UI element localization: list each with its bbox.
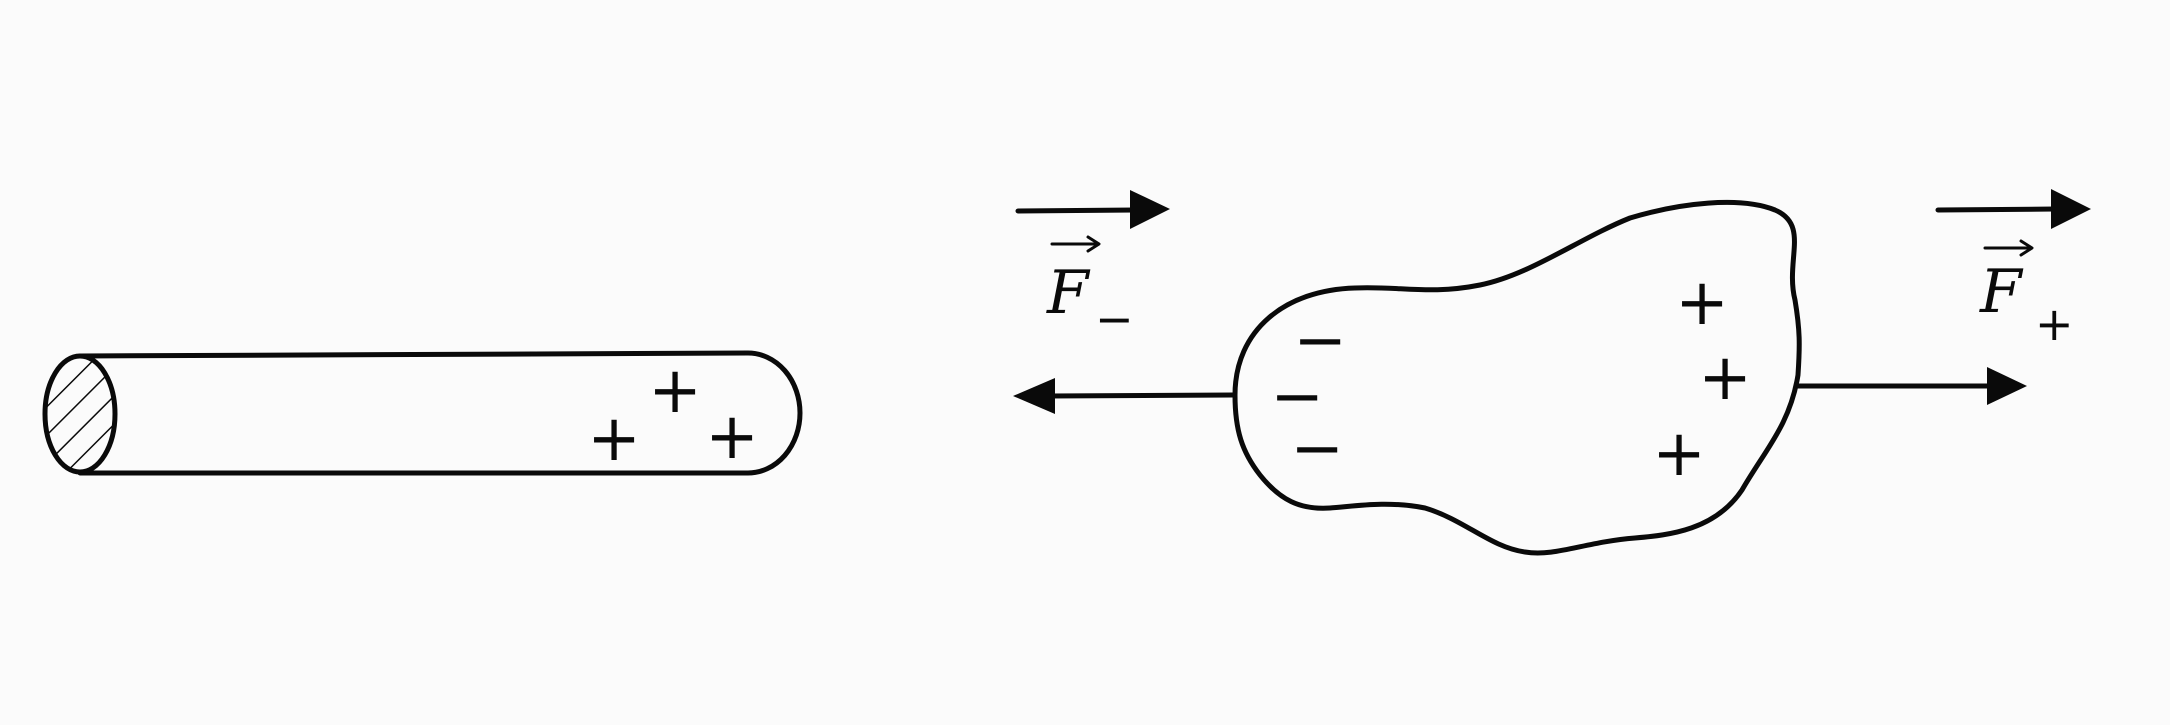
direction-arrow-right-head — [2051, 189, 2091, 229]
vector-arrowhead-icon — [1086, 235, 1101, 253]
rod-end-hatching — [45, 356, 115, 472]
direction-arrow-left — [1015, 190, 1170, 229]
direction-arrow-right-shaft — [1935, 206, 2058, 213]
direction-arrow-right — [1935, 189, 2091, 229]
rod-cross-section — [42, 353, 118, 475]
force-negative-arrowhead — [1013, 378, 1055, 414]
force-positive-arrow — [1794, 367, 2027, 405]
force-symbol: F — [1979, 257, 2024, 327]
charged-rod: + + + — [42, 350, 803, 476]
charged-body: − − − + + + — [1232, 199, 1802, 556]
force-negative-arrow — [1013, 378, 1236, 414]
body-plus-sign: + — [1675, 266, 1729, 340]
body-minus-sign: − — [1290, 412, 1344, 486]
rod-plus-sign: + — [705, 400, 759, 474]
direction-arrow-left-head — [1130, 190, 1170, 229]
rod-end-outline — [42, 353, 118, 475]
body-minus-sign: − — [1293, 304, 1347, 378]
rod-body — [77, 350, 803, 476]
force-subscript: − — [1095, 292, 1134, 346]
force-negative-shaft — [1047, 392, 1236, 399]
direction-arrow-left-shaft — [1015, 207, 1138, 214]
rod-plus-sign: + — [648, 354, 702, 428]
label-force-positive: F + — [1979, 239, 2074, 351]
force-positive-arrowhead — [1987, 367, 2027, 405]
rod-plus-sign: + — [587, 402, 641, 476]
vector-arrowhead-icon — [2019, 239, 2034, 257]
force-subscript: + — [2035, 297, 2074, 351]
label-force-negative: F − — [1046, 235, 1134, 346]
force-symbol: F — [1046, 258, 1091, 328]
body-minus-sign: − — [1270, 360, 1324, 434]
body-plus-sign: + — [1652, 417, 1706, 491]
body-plus-sign: + — [1698, 341, 1752, 415]
